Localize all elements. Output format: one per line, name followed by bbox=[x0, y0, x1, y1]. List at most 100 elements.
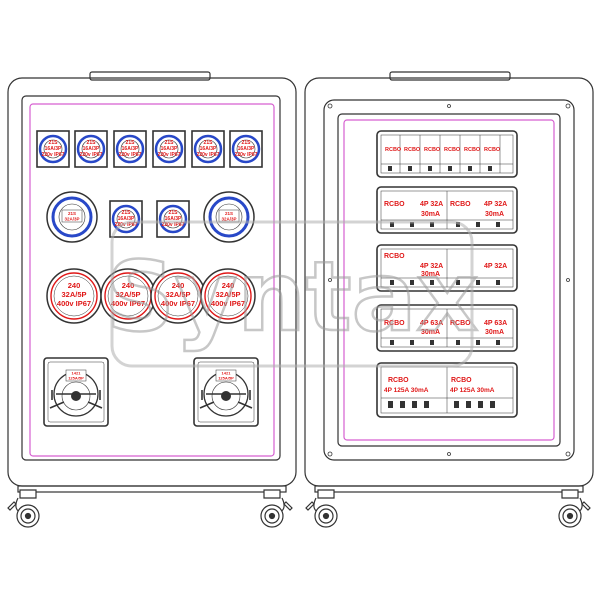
socket-rating-line2: 16A/3P bbox=[165, 216, 182, 222]
right-inner-border bbox=[343, 119, 555, 441]
watermark-text: Syntax bbox=[106, 241, 479, 353]
socket-rating-line3: 400v IP67 bbox=[57, 299, 91, 308]
socket-rating-line2: 16A/3P bbox=[45, 146, 62, 152]
socket-rating-line1: 21S bbox=[169, 210, 179, 216]
large-socket-right: 21S 32A/3P bbox=[203, 191, 255, 243]
breaker-label: 4P 32A bbox=[420, 263, 443, 270]
breaker-label: RCBO bbox=[384, 253, 405, 260]
large-socket-left: 21S 32A/3P bbox=[46, 191, 98, 243]
small-socket-5: 21S 16A/3P 220v IP67 bbox=[191, 130, 225, 168]
breaker-label: 4P 32A bbox=[484, 263, 507, 270]
breaker-label: RCBO bbox=[444, 147, 461, 153]
panel-screws bbox=[327, 103, 571, 457]
breaker-label: RCBO bbox=[404, 147, 421, 153]
socket-rating-line2: 16A/3P bbox=[122, 146, 139, 152]
socket-rating-line3: 220v IP67 bbox=[162, 222, 185, 228]
socket-rating-line3: 220v IP67 bbox=[119, 152, 142, 158]
breaker-label: 30mA bbox=[421, 271, 440, 278]
left-cabinet bbox=[7, 71, 297, 493]
breaker-label: 4P 32A bbox=[484, 201, 507, 208]
socket-rating-line3: 400v IP67 bbox=[161, 299, 195, 308]
right-inner-panel bbox=[337, 113, 561, 447]
breaker-row-3: RCBO 4P 32A 30mA 4P 32A bbox=[376, 244, 518, 292]
mid-small-socket-2: 21S 16A/3P 220v IP67 bbox=[156, 200, 190, 238]
watermark-frame bbox=[110, 220, 474, 368]
breaker-label: RCBO bbox=[424, 147, 441, 153]
left-row1-sockets: 21S 16A/3P 220v IP67 21S 16A/3P 220v IP6… bbox=[36, 130, 263, 168]
small-socket-4: 21S 16A/3P 220v IP67 bbox=[152, 130, 186, 168]
breaker-label: 4P 32A bbox=[420, 201, 443, 208]
breaker-label: 4P 63A bbox=[484, 320, 507, 327]
breaker-row-5: RCBO RCBO 4P 125A 30mA 4P 125A 30mA bbox=[376, 362, 518, 418]
big-socket-left: 1421 125A/5P bbox=[43, 357, 109, 427]
socket-rating-line3: 220v IP67 bbox=[42, 152, 65, 158]
breaker-row-2: RCBO 4P 32A 30mA RCBO 4P 32A 30mA bbox=[376, 186, 518, 234]
caster-wheel bbox=[7, 489, 40, 528]
socket-rating-line2: 16A/3P bbox=[118, 216, 135, 222]
round-socket-3: 240 32A/5P 400v IP67 bbox=[150, 268, 206, 324]
socket-rating-line1: 240 bbox=[172, 281, 185, 290]
caster-wheel bbox=[260, 489, 293, 528]
socket-rating-line2: 16A/3P bbox=[238, 146, 255, 152]
socket-rating-line3: 400v IP67 bbox=[211, 299, 245, 308]
left-inner-border bbox=[29, 103, 275, 457]
socket-rating-line1: 21S bbox=[68, 211, 76, 216]
socket-rating-line2: 32A/3P bbox=[221, 217, 236, 222]
left-base-rail bbox=[17, 485, 287, 493]
socket-rating-line1: 21S bbox=[225, 211, 233, 216]
socket-rating-line1: 240 bbox=[122, 281, 135, 290]
socket-rating-line1: 21S bbox=[204, 140, 214, 146]
breaker-label: RCBO bbox=[451, 377, 472, 384]
breaker-label: RCBO bbox=[464, 147, 481, 153]
breaker-label: 30mA bbox=[421, 329, 440, 336]
socket-rating-line2: 32A/3P bbox=[64, 217, 79, 222]
right-cabinet bbox=[304, 71, 594, 493]
breaker-label: 30mA bbox=[485, 211, 504, 218]
socket-rating-line3: 220v IP67 bbox=[235, 152, 258, 158]
socket-rating-line2: 125A/5P bbox=[218, 376, 234, 381]
caster-wheel bbox=[305, 489, 338, 528]
caster-wheel bbox=[558, 489, 591, 528]
socket-rating-line2: 32A/5P bbox=[165, 290, 190, 299]
big-socket-right: 1421 125A/5P bbox=[193, 357, 259, 427]
socket-rating-line2: 32A/5P bbox=[115, 290, 140, 299]
small-socket-2: 21S 16A/3P 220v IP67 bbox=[74, 130, 108, 168]
breaker-row-1: RCBO RCBO RCBO RCBO RCBO RCBO bbox=[376, 130, 518, 178]
left-row2-sockets: 21S 32A/3P 21S 16A/3P 220v IP67 21S 16A/… bbox=[46, 191, 255, 243]
left-row3-sockets: 240 32A/5P 400v IP67 240 32A/5P 400v IP6… bbox=[46, 268, 256, 324]
socket-rating-line3: 400v IP67 bbox=[111, 299, 145, 308]
socket-rating-line1: 21S bbox=[165, 140, 175, 146]
socket-rating-line1: 21S bbox=[126, 140, 136, 146]
small-socket-3: 21S 16A/3P 220v IP67 bbox=[113, 130, 147, 168]
breaker-label: RCBO bbox=[484, 147, 501, 153]
watermark: Syntax bbox=[104, 220, 480, 368]
breaker-label: 30mA bbox=[485, 329, 504, 336]
small-socket-1: 21S 16A/3P 220v IP67 bbox=[36, 130, 70, 168]
socket-rating-line2: 16A/3P bbox=[161, 146, 178, 152]
right-casters bbox=[305, 489, 591, 528]
small-socket-6: 21S 16A/3P 220v IP67 bbox=[229, 130, 263, 168]
breaker-label: RCBO bbox=[450, 320, 471, 327]
left-casters bbox=[7, 489, 293, 528]
left-top-handle bbox=[89, 71, 211, 81]
breaker-label: RCBO bbox=[388, 377, 409, 384]
breaker-label: RCBO bbox=[384, 320, 405, 327]
right-inner-frame bbox=[323, 99, 575, 461]
round-socket-1: 240 32A/5P 400v IP67 bbox=[46, 268, 102, 324]
socket-rating-line1: 240 bbox=[68, 281, 81, 290]
socket-rating-line3: 220v IP67 bbox=[115, 222, 138, 228]
right-top-handle bbox=[389, 71, 511, 81]
breaker-label: 4P 63A bbox=[420, 320, 443, 327]
breaker-label: 4P 125A 30mA bbox=[384, 387, 429, 394]
round-socket-4: 240 32A/5P 400v IP67 bbox=[200, 268, 256, 324]
socket-rating-line2: 16A/3P bbox=[200, 146, 217, 152]
right-base-rail bbox=[314, 485, 584, 493]
socket-rating-line1: 1421 bbox=[222, 371, 232, 376]
socket-rating-line1: 240 bbox=[222, 281, 235, 290]
socket-rating-line1: 21S bbox=[49, 140, 59, 146]
socket-rating-line3: 220v IP67 bbox=[80, 152, 103, 158]
breaker-row-4: RCBO 4P 63A 30mA RCBO 4P 63A 30mA bbox=[376, 304, 518, 352]
socket-rating-line1: 1421 bbox=[72, 371, 82, 376]
